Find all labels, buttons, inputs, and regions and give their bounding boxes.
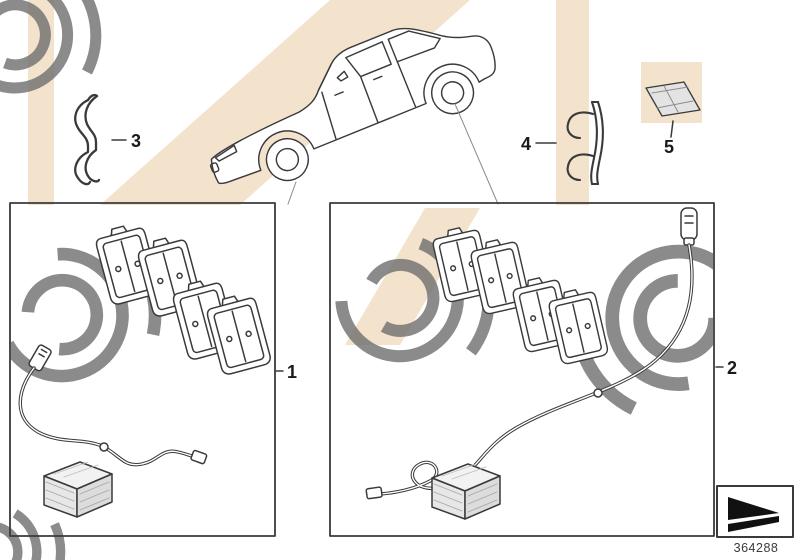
accent-strip-right — [556, 0, 589, 205]
sensor-tip-1 — [190, 449, 208, 465]
car-illustration — [209, 27, 496, 185]
callout-5: 5 — [664, 120, 674, 157]
car-front-wheel-hub — [275, 147, 300, 172]
clip-prong-bottom — [566, 153, 595, 182]
callout-label-2: 2 — [727, 358, 737, 378]
car-door-lines — [321, 61, 417, 140]
retaining-spring-item-3 — [74, 93, 101, 186]
kit-box-1-frame — [9, 202, 276, 537]
car-side-window-front — [345, 41, 392, 78]
artwork: 3 4 5 — [9, 27, 794, 555]
grease-packet-item-5 — [645, 81, 701, 117]
wedge-flag-stripe — [728, 516, 779, 532]
retaining-clip-item-4 — [566, 100, 604, 186]
car-body-outline — [210, 27, 496, 185]
value-parts-icon — [728, 497, 779, 532]
kit-box-2-contents — [365, 207, 698, 520]
car-door-handles — [334, 75, 383, 96]
clip-band-ends — [590, 100, 600, 186]
car-mirror — [336, 70, 349, 82]
diagram-part-number: 364288 — [734, 541, 779, 555]
car-grille — [209, 162, 220, 173]
callout-3: 3 — [111, 131, 141, 151]
clip-prong-top — [566, 111, 595, 140]
callout-label-5: 5 — [664, 137, 674, 157]
spring-wire-outer — [74, 98, 92, 186]
callout-label-3: 3 — [131, 131, 141, 151]
sensor-grommet-2 — [593, 388, 603, 398]
callout-4: 4 — [521, 134, 557, 154]
sensor-connector-2 — [680, 207, 698, 246]
clip-band-right — [596, 100, 604, 186]
callout-label-4: 4 — [521, 134, 531, 154]
car-windshield-line — [317, 62, 333, 91]
callout-2: 2 — [715, 358, 737, 378]
spring-wire-inner — [84, 94, 101, 183]
callout-label-1: 1 — [287, 362, 297, 382]
clip-band-left — [590, 100, 598, 186]
sensor-wire-1-core — [19, 367, 199, 466]
callout-line-5 — [670, 120, 674, 138]
callout-1: 1 — [275, 362, 297, 382]
car-side-window-rear — [387, 30, 441, 63]
kit-box-1-contents — [18, 220, 273, 518]
leader-line-front-axle — [287, 181, 297, 205]
car-rear-wheel-hub — [440, 81, 465, 105]
wear-sensor-1 — [18, 344, 208, 467]
sensor-grommet-1 — [99, 442, 109, 452]
wedge-flag-top — [728, 497, 779, 520]
spring-hook-top — [86, 93, 99, 102]
kit-box-2-frame — [329, 202, 715, 537]
sensor-tip-2 — [365, 486, 383, 500]
grease-packet-folds — [651, 85, 694, 113]
car-headlight — [214, 144, 238, 162]
leader-line-rear-axle — [454, 103, 499, 205]
